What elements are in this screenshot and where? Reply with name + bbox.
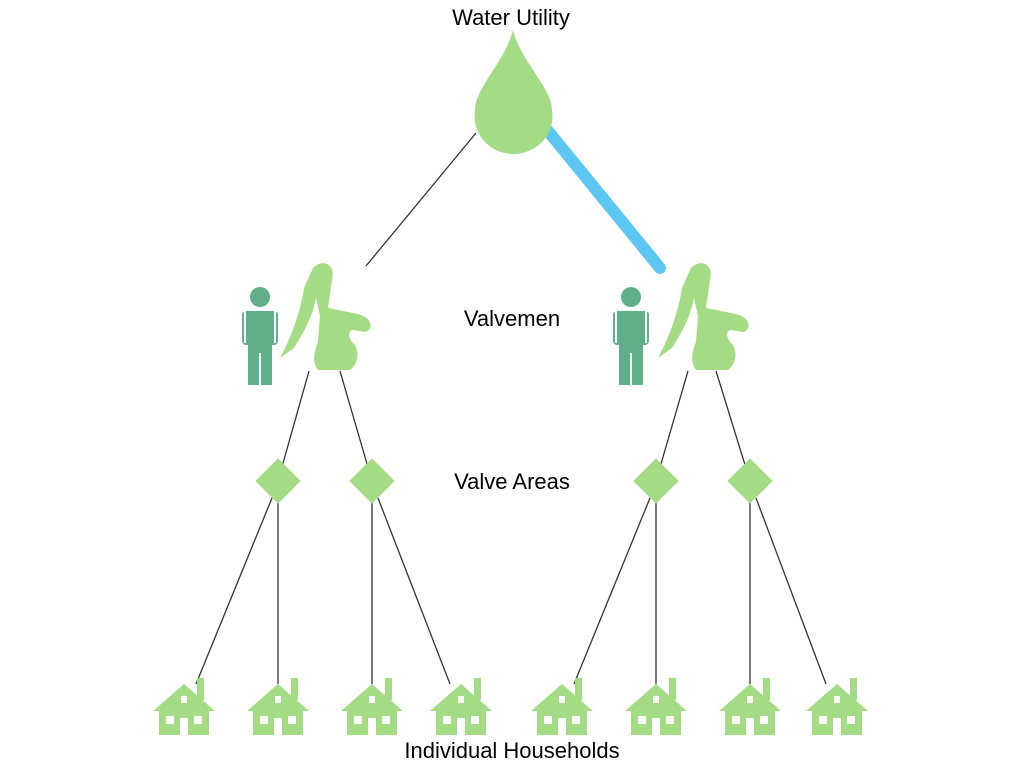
label-water-utility: Water Utility	[452, 5, 570, 30]
house-icon	[341, 678, 403, 735]
valveman-node-1	[242, 263, 371, 385]
link-valveman-2-area-3	[655, 370, 689, 482]
person-icon	[242, 287, 278, 385]
link-valveman-2-area-4	[715, 370, 751, 482]
link-area-2-house-4	[377, 497, 451, 685]
link-area-4-house-8	[755, 497, 827, 685]
person-icon	[613, 287, 649, 385]
label-individual-households: Individual Households	[404, 738, 619, 763]
house-icon	[531, 678, 593, 735]
link-utility-valveman-1	[365, 132, 477, 267]
link-valveman-1-area-1	[277, 370, 310, 482]
hand-pump-icon	[280, 263, 371, 370]
house-icon	[247, 678, 309, 735]
hand-pump-icon	[658, 263, 749, 370]
house-icon	[719, 678, 781, 735]
household-nodes	[153, 678, 868, 735]
diamond-icon	[255, 458, 301, 504]
link-area-1-house-1	[195, 497, 273, 685]
diamond-icon	[633, 458, 679, 504]
water-drop-icon	[474, 30, 553, 155]
house-icon	[153, 678, 215, 735]
water-utility-node	[474, 30, 553, 155]
house-icon	[625, 678, 687, 735]
connector-lines	[195, 125, 827, 685]
link-area-3-house-5	[573, 497, 651, 685]
link-utility-valveman-2	[542, 125, 666, 274]
label-valve-areas: Valve Areas	[454, 469, 570, 494]
label-valvemen: Valvemen	[464, 306, 560, 331]
diamond-icon	[727, 458, 773, 504]
diamond-icon	[349, 458, 395, 504]
house-icon	[430, 678, 492, 735]
valveman-node-2	[613, 263, 749, 385]
link-valveman-1-area-2	[339, 370, 373, 482]
house-icon	[806, 678, 868, 735]
